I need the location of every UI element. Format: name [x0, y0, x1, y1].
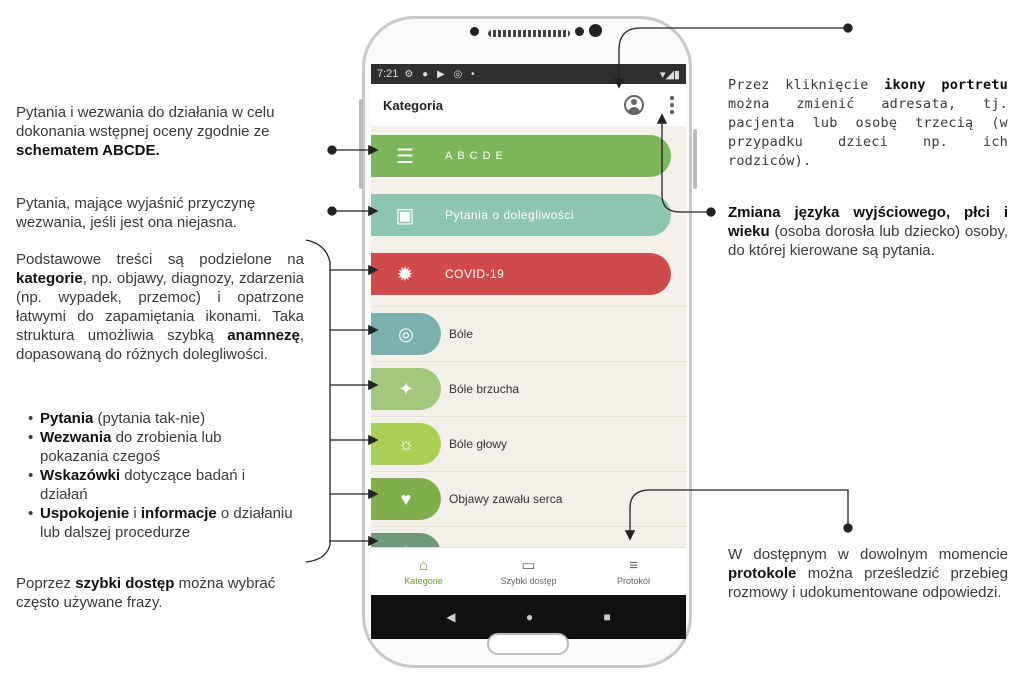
speaker-grille [488, 30, 570, 37]
volume-button [359, 99, 363, 189]
category-headache[interactable]: ☼ Bóle głowy [371, 416, 686, 471]
page-title: Kategoria [383, 97, 443, 113]
annotation-portrait: Przez kliknięcie ikony portretu można zm… [728, 77, 1008, 169]
category-list: ☰ ABCDE ▣ Pytania o dolegliwości ✹ COVID… [371, 126, 686, 547]
nav-categories[interactable]: ⌂ Kategorie [404, 556, 443, 586]
connector-dot [843, 23, 853, 33]
annotation-language: Zmiana języka wyjściowego, płci i wieku … [728, 204, 1008, 259]
annotation-quick-access: Poprzez szybki dostęp można wybrać częst… [16, 575, 276, 611]
category-covid[interactable]: ✹ COVID-19 [371, 253, 671, 295]
headache-icon: ☼ [371, 423, 441, 465]
bullet-item: Pytania (pytania tak-nie) [28, 409, 293, 428]
bullet-item: Uspokojenie i informacje o działaniu lub… [28, 504, 293, 542]
nav-quick-access[interactable]: ▭ Szybki dostęp [500, 556, 557, 586]
status-bar: 7:21 ⚙ ● ▶ ◎ • ▾◢▮ [371, 64, 686, 84]
annotation-categories: Podstawowe treści są podzielone na kateg… [16, 251, 304, 363]
camera-icon [589, 24, 602, 37]
pain-icon: ◎ [371, 313, 441, 355]
hardware-home-button[interactable] [487, 633, 569, 655]
home-circle-icon[interactable]: ● [525, 610, 534, 624]
annotation-protocol: W dostępnym w dowolnym momencie protokol… [728, 546, 1008, 601]
phone-screen: 7:21 ⚙ ● ▶ ◎ • ▾◢▮ Kategoria ☰ ABCDE ▣ P… [371, 64, 686, 639]
connector-dot [327, 206, 337, 216]
recents-icon[interactable]: ■ [603, 610, 611, 624]
connector-dot [706, 207, 716, 217]
stomach-pain-icon: ✦ [371, 368, 441, 410]
more-category-icon: | [371, 533, 441, 547]
category-bracket [305, 239, 331, 563]
list-check-icon: ≡ [629, 556, 638, 574]
heart-attack-icon: ♥ [371, 478, 441, 520]
list-check-icon: ☰ [396, 145, 414, 168]
app-bar: Kategoria [371, 84, 686, 126]
clipboard-person-icon: ▣ [395, 204, 415, 227]
status-time: 7:21 [377, 68, 399, 80]
category-complaints[interactable]: ▣ Pytania o dolegliwości [371, 194, 671, 236]
bullet-item: Wskazówki dotyczące badań i działań [28, 466, 293, 504]
system-navigation-bar: ◀ ● ■ [371, 595, 686, 639]
annotation-complaints: Pytania, mające wyjaśnić przyczynę wezwa… [16, 195, 256, 231]
back-icon[interactable]: ◀ [446, 610, 456, 624]
bullet-item: Wezwania do zrobienia lub pokazania czeg… [28, 428, 293, 466]
category-partial[interactable]: | [371, 526, 686, 547]
chat-bubble-icon: ▭ [521, 556, 536, 574]
annotation-bullets: Pytania (pytania tak-nie) Wezwania do zr… [28, 409, 293, 542]
signal-battery-icon: ▾◢▮ [659, 68, 680, 81]
nav-protocol[interactable]: ≡ Protokół [616, 556, 651, 586]
virus-icon: ✹ [396, 263, 414, 286]
sensor-icon [575, 27, 584, 36]
more-options-icon[interactable] [670, 96, 674, 114]
portrait-icon[interactable] [624, 95, 644, 115]
connector-dot [843, 523, 853, 533]
power-button [693, 129, 697, 189]
category-heart-attack[interactable]: ♥ Objawy zawału serca [371, 471, 686, 526]
category-abcde[interactable]: ☰ ABCDE [371, 135, 671, 177]
home-icon: ⌂ [418, 556, 429, 574]
category-pain[interactable]: ◎ Bóle [371, 306, 686, 361]
category-stomach-pain[interactable]: ✦ Bóle brzucha [371, 361, 686, 416]
connector-dot [327, 145, 337, 155]
phone-frame: 7:21 ⚙ ● ▶ ◎ • ▾◢▮ Kategoria ☰ ABCDE ▣ P… [359, 16, 697, 668]
annotation-abcde: Pytania i wezwania do działania w celu d… [16, 104, 275, 159]
bottom-navigation: ⌂ Kategorie ▭ Szybki dostęp ≡ Protokół [371, 547, 686, 595]
sensor-icon [470, 27, 479, 36]
status-icons: ⚙ ● ▶ ◎ • [404, 68, 478, 80]
